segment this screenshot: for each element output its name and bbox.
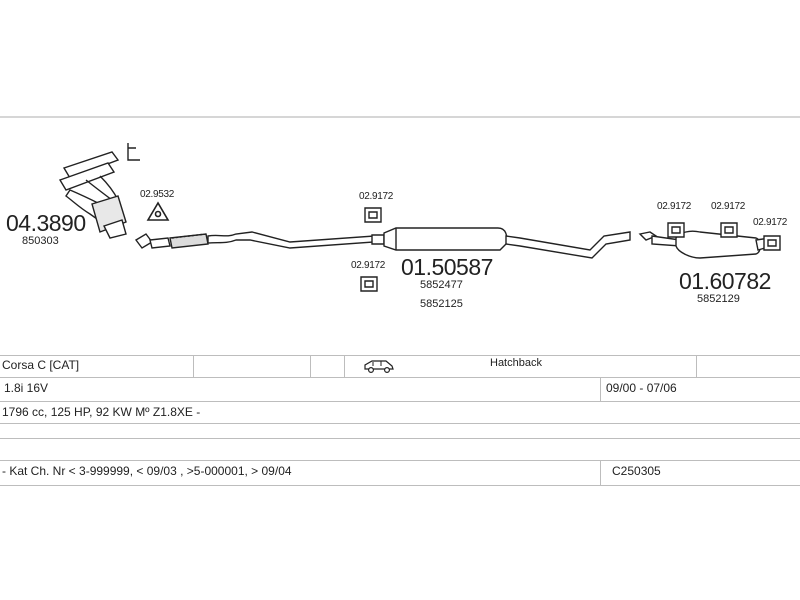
rear-clamp-1-drawing bbox=[667, 222, 685, 238]
rear-clamp-3-drawing bbox=[763, 235, 781, 251]
car-hatchback-icon bbox=[364, 360, 394, 374]
spec-cell: 1796 cc, 125 HP, 92 KW Mº Z1.8XE - bbox=[2, 405, 201, 419]
manifold-code: 04.3890 bbox=[6, 210, 86, 236]
mid-clamp-top-drawing bbox=[364, 207, 382, 223]
table-divider bbox=[344, 355, 345, 377]
table-line bbox=[0, 377, 800, 378]
middle-silencer-drawing bbox=[371, 227, 631, 259]
model-cell: Corsa C [CAT] bbox=[2, 358, 80, 372]
rear-clamp-1-code: 02.9172 bbox=[657, 201, 692, 212]
table-divider bbox=[600, 460, 601, 485]
table-line bbox=[0, 401, 800, 402]
mid-clamp-bottom-drawing bbox=[360, 276, 378, 292]
reference-cell: C250305 bbox=[612, 464, 661, 478]
table-line bbox=[0, 355, 800, 356]
middle-silencer-oem-1: 5852477 bbox=[420, 279, 463, 291]
table-divider bbox=[600, 377, 601, 401]
years-cell: 09/00 - 07/06 bbox=[606, 381, 677, 395]
rear-clamp-3-code: 02.9172 bbox=[753, 217, 788, 228]
table-divider bbox=[696, 355, 697, 377]
mid-clamp-bottom-code: 02.9172 bbox=[351, 260, 386, 271]
mid-clamp-top-code: 02.9172 bbox=[359, 191, 394, 202]
middle-silencer-code: 01.50587 bbox=[401, 254, 493, 280]
gasket-code: 02.9532 bbox=[140, 189, 175, 200]
manifold-drawing bbox=[58, 143, 140, 239]
rear-silencer-oem: 5852129 bbox=[697, 293, 740, 305]
gasket-drawing bbox=[146, 201, 170, 221]
table-divider bbox=[193, 355, 194, 377]
rear-clamp-2-code: 02.9172 bbox=[711, 201, 746, 212]
table-line bbox=[0, 460, 800, 461]
rear-clamp-2-drawing bbox=[720, 222, 738, 238]
rear-silencer-code: 01.60782 bbox=[679, 268, 771, 294]
note-cell: - Kat Ch. Nr < 3-999999, < 09/03 , >5-00… bbox=[2, 464, 292, 478]
engine-cell: 1.8i 16V bbox=[4, 381, 49, 395]
table-line bbox=[0, 485, 800, 486]
table-line bbox=[0, 423, 800, 424]
front-pipe-drawing bbox=[134, 231, 375, 249]
table-line bbox=[0, 438, 800, 439]
table-divider bbox=[310, 355, 311, 377]
middle-silencer-oem-2: 5852125 bbox=[420, 298, 463, 310]
body-type-cell: Hatchback bbox=[490, 357, 542, 369]
rear-silencer-drawing bbox=[638, 230, 773, 259]
manifold-oem: 850303 bbox=[22, 235, 59, 247]
